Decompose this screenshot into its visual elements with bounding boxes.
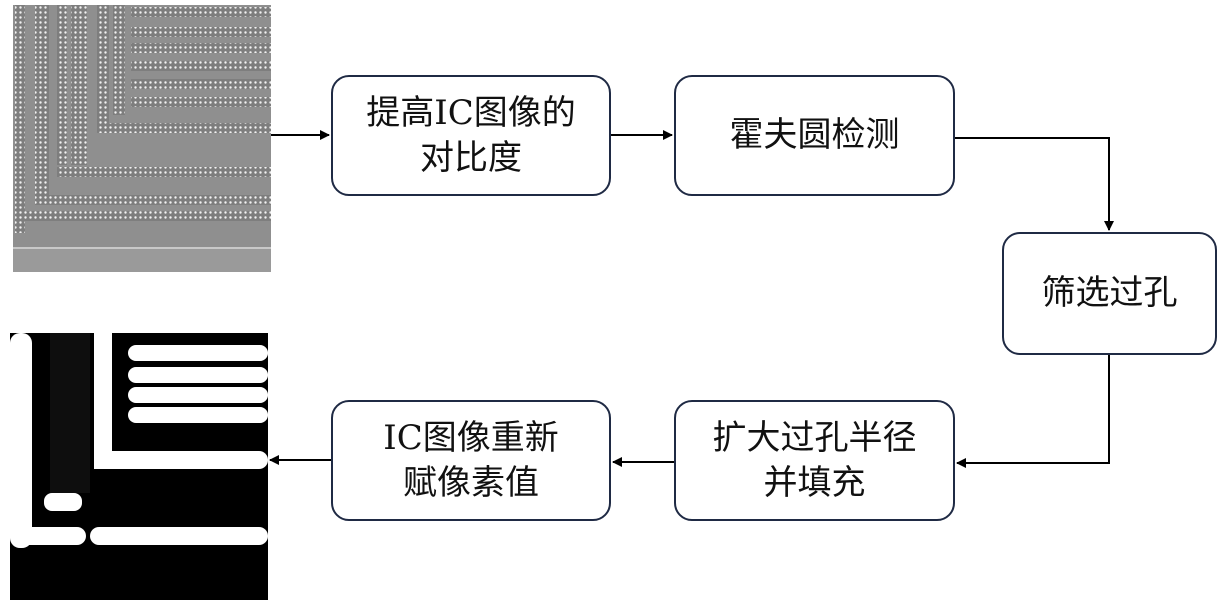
step-enhance-contrast-label: 提高IC图像的 对比度 — [366, 93, 576, 178]
arrow-step2-to-step3 — [955, 137, 1114, 231]
processed-binary-image — [10, 333, 268, 600]
step-hough-circle-detection-label: 霍夫圆检测 — [729, 115, 900, 156]
step-filter-vias-label: 筛选过孔 — [1041, 273, 1178, 314]
step-reassign-pixels-label: IC图像重新 赋像素值 — [383, 418, 559, 503]
original-ic-image — [13, 5, 271, 272]
arrow-step3-to-step4 — [956, 355, 1110, 468]
step-enlarge-and-fill-label: 扩大过孔半径 并填充 — [712, 418, 917, 503]
step-enhance-contrast: 提高IC图像的 对比度 — [331, 75, 611, 196]
step-filter-vias: 筛选过孔 — [1002, 232, 1217, 355]
step-reassign-pixels: IC图像重新 赋像素值 — [331, 400, 611, 521]
step-hough-circle-detection: 霍夫圆检测 — [674, 75, 955, 196]
step-enlarge-and-fill: 扩大过孔半径 并填充 — [674, 400, 955, 521]
